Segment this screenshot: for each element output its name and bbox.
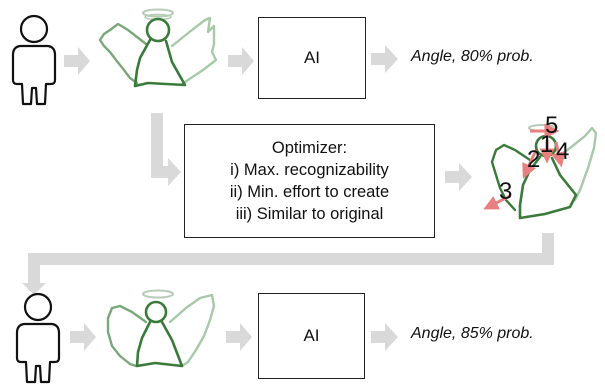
ai-model-box: AI [258, 17, 366, 99]
prediction-result-bottom: Angle, 85% prob. [411, 325, 534, 342]
arrow-drawing-to-ai [228, 47, 254, 75]
edit-step-number: 4 [556, 138, 570, 165]
prediction-result: Angle, 80% prob. [411, 48, 534, 65]
edit-step-number: 1 [540, 131, 554, 158]
ai-model-label: AI [303, 48, 321, 67]
arrow-drawing-to-ai-bottom [226, 323, 252, 351]
optimizer-title: Optimizer: [271, 139, 348, 157]
optimizer-box: Optimizer: i) Max. recognizability ii) M… [184, 124, 435, 238]
arrow-optimizer-to-edits [445, 163, 472, 191]
optimizer-criterion: ii) Min. effort to create [229, 183, 390, 201]
arrow-ai-to-result-bottom [371, 323, 398, 351]
ai-model-label: AI [303, 326, 320, 345]
edit-arrow-4 [551, 141, 566, 168]
edit-step-number: 5 [545, 112, 559, 139]
ai-model-box-bottom: AI [258, 293, 365, 379]
edit-arrow-2 [522, 149, 538, 179]
optimizer-criterion: i) Max. recognizability [230, 161, 389, 179]
person-icon-bottom [15, 292, 61, 384]
edit-step-number: 2 [527, 146, 541, 173]
arrow-person-to-drawing [64, 47, 90, 75]
angel-drawing-icon [98, 8, 218, 88]
angel-drawing-icon-bottom [106, 289, 216, 368]
person-icon [11, 14, 57, 106]
arrow-edits-to-new-person [22, 233, 554, 295]
edit-step-arrows [483, 123, 566, 210]
arrow-ai-to-result [371, 45, 398, 73]
edit-step-number: 3 [499, 178, 513, 205]
optimizer-criterion: iii) Similar to original [235, 205, 384, 223]
edit-arrow-3 [483, 194, 511, 210]
arrow-person-to-drawing-bottom [70, 323, 96, 351]
arrow-drawing-to-optimizer [151, 113, 181, 186]
